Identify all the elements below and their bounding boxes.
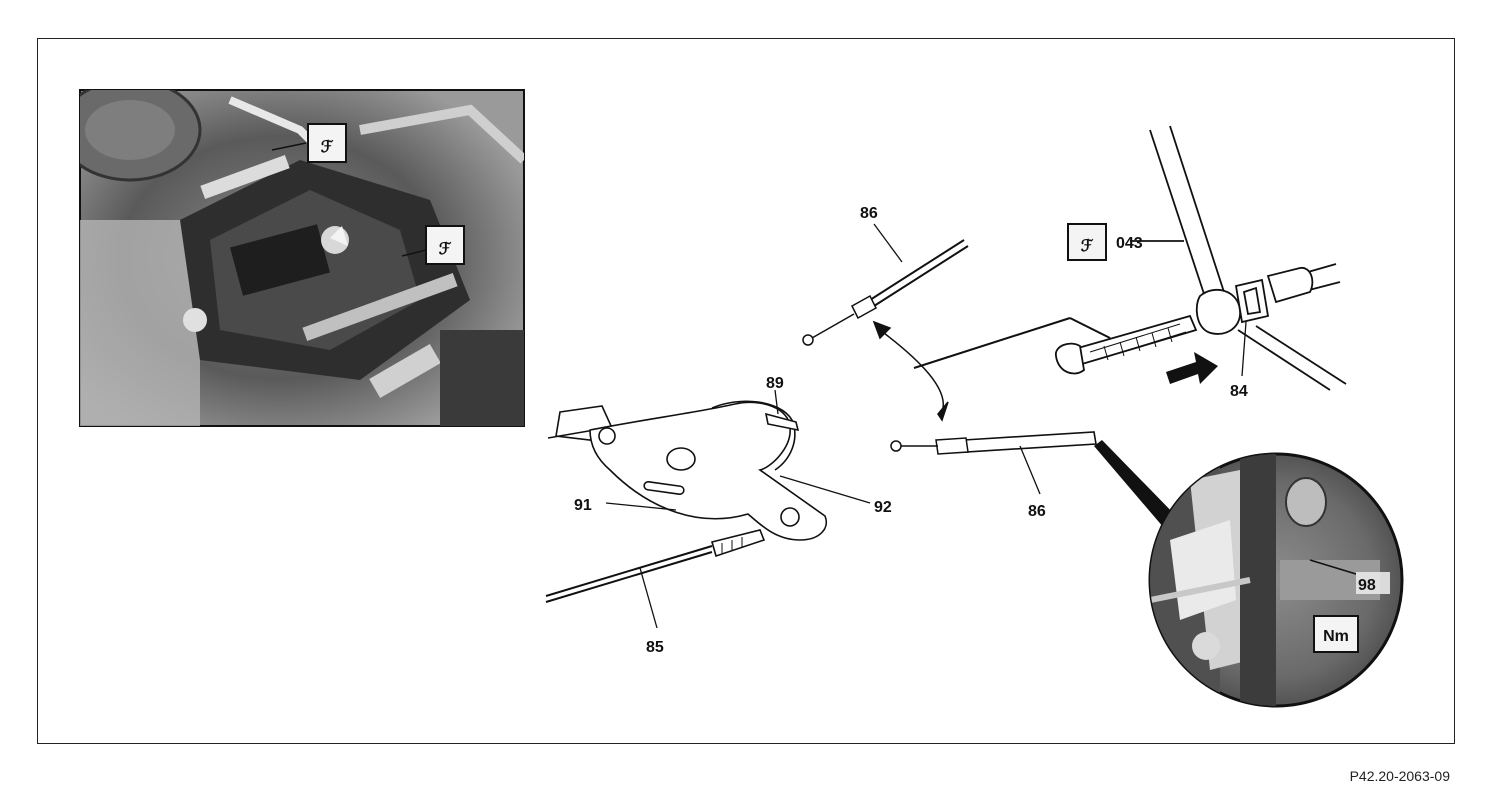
callout-98: 98 bbox=[1358, 577, 1376, 594]
cable-85 bbox=[545, 529, 766, 603]
lever-assembly bbox=[547, 400, 827, 541]
callout-89: 89 bbox=[766, 375, 784, 392]
callout-85: 85 bbox=[646, 639, 664, 656]
svg-text:ℱ: ℱ bbox=[321, 139, 334, 156]
direction-arrow bbox=[872, 317, 1111, 422]
svg-text:ℱ: ℱ bbox=[439, 241, 452, 258]
callout-86-top: 86 bbox=[860, 205, 878, 222]
photo-inset: ℱ ℱ bbox=[79, 89, 525, 427]
right-assembly bbox=[1055, 125, 1347, 391]
special-tool-icon: ℱ bbox=[307, 123, 347, 163]
callout-91: 91 bbox=[574, 497, 592, 514]
cable-86-upper bbox=[802, 239, 969, 346]
push-arrow bbox=[1166, 352, 1218, 384]
leader-lines bbox=[605, 223, 1247, 629]
torque-symbol: Nm bbox=[1323, 628, 1349, 645]
figure-reference: P42.20-2063-09 bbox=[1349, 768, 1450, 784]
callout-86-bottom: 86 bbox=[1028, 503, 1046, 520]
cable-86-lower bbox=[890, 431, 1097, 455]
callout-84: 84 bbox=[1230, 383, 1248, 400]
callout-043: 043 bbox=[1116, 235, 1143, 252]
torque-icon: Nm bbox=[1313, 615, 1359, 653]
detail-magnifier: Nm bbox=[1094, 440, 1404, 708]
special-tool-icon: ℱ bbox=[1067, 223, 1107, 261]
callout-92: 92 bbox=[874, 499, 892, 516]
svg-text:ℱ: ℱ bbox=[1081, 238, 1094, 255]
special-tool-icon: ℱ bbox=[425, 225, 465, 265]
